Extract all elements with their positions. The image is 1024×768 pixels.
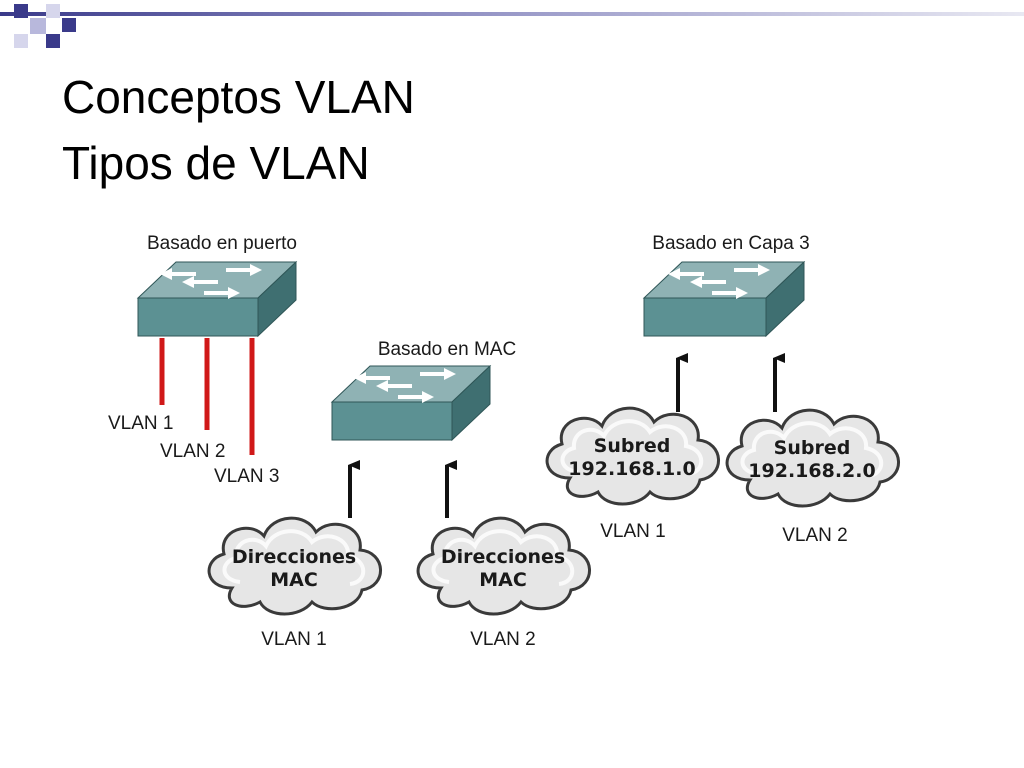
port-based-heading: Basado en puerto <box>147 233 297 254</box>
switch-icon <box>330 364 492 442</box>
subnet-cloud-2-line1: Subred <box>774 437 851 459</box>
mac-vlan-2-label: VLAN 2 <box>470 629 535 650</box>
l3-vlan-1-label: VLAN 1 <box>600 521 665 542</box>
mac-based-heading: Basado en MAC <box>378 339 516 360</box>
subnet-cloud-2-line2: 192.168.2.0 <box>748 460 875 482</box>
switch-icon <box>136 260 298 338</box>
mac-vlan-1-label: VLAN 1 <box>261 629 326 650</box>
mac-cloud-1-line1: Direcciones <box>232 546 356 568</box>
header-accent-bar <box>0 12 1024 16</box>
mac-cloud-1-line2: MAC <box>270 569 318 591</box>
subnet-cloud-2: Subred 192.168.2.0 <box>725 408 901 508</box>
slide-title: Conceptos VLAN <box>62 71 415 123</box>
subnet-cloud-1-line1: Subred <box>594 435 671 457</box>
mac-cloud-2-line2: MAC <box>479 569 527 591</box>
slide-subtitle: Tipos de VLAN <box>62 137 370 189</box>
layer3-based-heading: Basado en Capa 3 <box>652 233 809 254</box>
mac-based-group: Basado en MAC Direcciones MAC VLAN 1 Dir… <box>207 339 592 650</box>
port-lines <box>159 338 255 455</box>
corner-squares-decoration <box>14 4 76 48</box>
port-vlan-1-label: VLAN 1 <box>108 413 173 434</box>
layer3-based-group: Basado en Capa 3 Subred 192.168.1.0 VLAN… <box>545 233 901 546</box>
port-vlan-2-label: VLAN 2 <box>160 441 225 462</box>
l3-vlan-2-label: VLAN 2 <box>782 525 847 546</box>
mac-cloud-1: Direcciones MAC <box>207 516 383 616</box>
mac-cloud-2-line1: Direcciones <box>441 546 565 568</box>
subnet-cloud-1-line2: 192.168.1.0 <box>568 458 695 480</box>
mac-cloud-2: Direcciones MAC <box>416 516 592 616</box>
port-vlan-3-label: VLAN 3 <box>214 466 279 487</box>
switch-icon <box>642 260 806 338</box>
port-based-group: Basado en puerto VLAN 1 VLAN 2 VLAN 3 <box>108 233 298 487</box>
subnet-cloud-1: Subred 192.168.1.0 <box>545 406 721 506</box>
